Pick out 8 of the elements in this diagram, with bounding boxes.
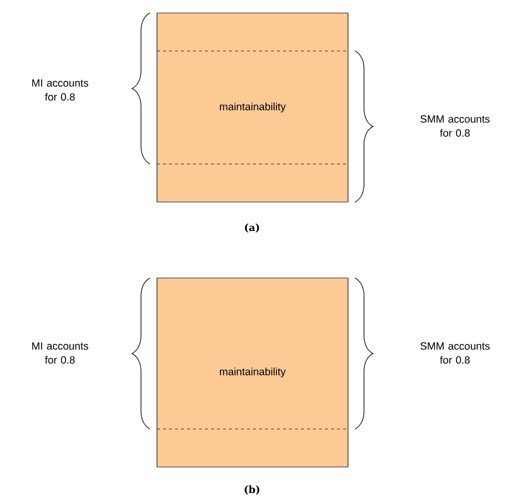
- panel-label: (a): [244, 223, 260, 233]
- panel-label: (b): [244, 485, 260, 495]
- annotation-text: SMM accounts for 0.8: [420, 115, 490, 137]
- annotation-text: MI accounts for 0.8: [32, 342, 88, 364]
- annotation-text: SMM accounts for 0.8: [420, 342, 490, 364]
- bar-box: maintainability: [156, 278, 348, 468]
- annotation-text: MI accounts for 0.8: [32, 79, 88, 101]
- bar-box: maintainability: [156, 12, 348, 202]
